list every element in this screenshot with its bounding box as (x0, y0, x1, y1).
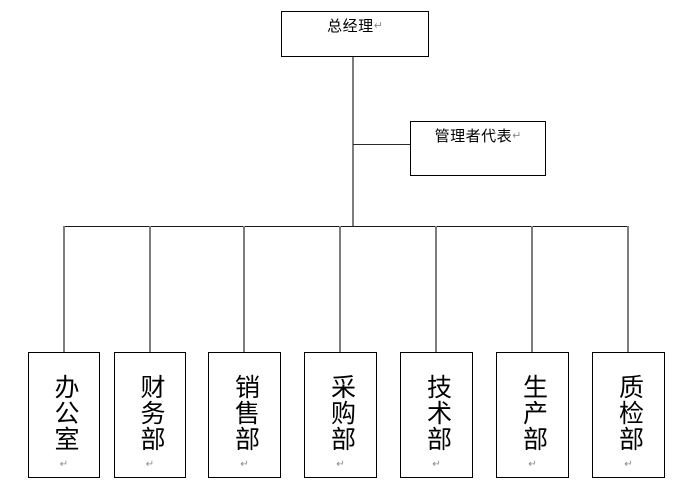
node-department[interactable]: 生产部 ↵ (496, 352, 569, 478)
connector-drop-line (627, 226, 629, 352)
connector-drop-line (149, 226, 151, 352)
node-department-label: 质检部 (615, 374, 643, 452)
pilcrow-icon: ↵ (512, 129, 522, 142)
connector-drop-line (339, 226, 341, 352)
connector-drop-line (531, 226, 533, 352)
node-general-manager-label: 总经理 (327, 19, 374, 35)
pilcrow-icon: ↵ (373, 19, 383, 32)
node-department-label: 技术部 (423, 374, 451, 452)
node-department[interactable]: 销售部 ↵ (208, 352, 281, 478)
node-department-label: 办公室 (51, 374, 78, 452)
node-department[interactable]: 技术部 ↵ (400, 352, 473, 478)
node-management-representative[interactable]: 管理者代表↵ (410, 121, 546, 176)
node-department[interactable]: 质检部 ↵ (592, 352, 665, 478)
connector-trunk-vertical (352, 57, 354, 227)
node-department[interactable]: 财务部 ↵ (114, 352, 186, 478)
pilcrow-icon: ↵ (59, 459, 69, 470)
connector-drop-line (435, 226, 437, 352)
node-department[interactable]: 办公室 ↵ (28, 352, 100, 478)
pilcrow-icon: ↵ (432, 459, 441, 470)
node-general-manager[interactable]: 总经理↵ (281, 11, 429, 57)
connector-drop-line (63, 226, 65, 352)
node-department[interactable]: 采购部 ↵ (304, 352, 377, 478)
connector-horizontal-bus (63, 226, 629, 227)
pilcrow-icon: ↵ (336, 459, 345, 470)
connector-drop-line (243, 226, 245, 352)
pilcrow-icon: ↵ (240, 459, 249, 470)
node-department-label: 采购部 (327, 374, 355, 452)
node-department-label: 财务部 (137, 374, 164, 452)
node-department-label: 生产部 (519, 374, 547, 452)
pilcrow-icon: ↵ (624, 459, 633, 470)
node-department-label: 销售部 (231, 374, 259, 452)
pilcrow-icon: ↵ (528, 459, 537, 470)
node-management-representative-label: 管理者代表 (434, 129, 513, 145)
pilcrow-icon: ↵ (145, 459, 155, 470)
connector-staff-branch (353, 144, 410, 145)
